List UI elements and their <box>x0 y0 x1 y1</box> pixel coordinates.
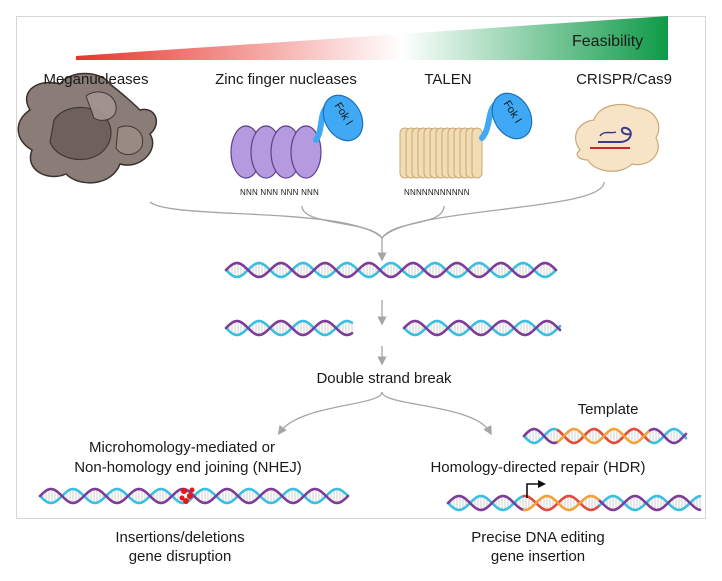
hdr-title: Homology-directed repair (HDR) <box>430 459 646 476</box>
converging-arrows <box>149 181 605 436</box>
template-label: Template <box>577 401 639 418</box>
dna-cut-left <box>224 319 354 337</box>
figure-frame <box>16 16 706 519</box>
crispr-label: CRISPR/Cas9 <box>576 71 672 88</box>
talen-protein <box>399 92 533 179</box>
nhej-repaired-helix <box>38 487 350 505</box>
zfn-label: Zinc finger nucleases <box>215 71 357 88</box>
feasibility-label: Feasibility <box>572 33 644 50</box>
hdr-result-line1: Precise DNA editing <box>471 529 605 546</box>
cas9-protein <box>575 103 660 172</box>
nhej-result-line2: gene disruption <box>128 548 232 565</box>
talen-dna-code: NNNNNNNNNNN <box>404 188 470 197</box>
fok-domain-zfn <box>322 94 364 142</box>
meganuclease-protein <box>17 72 158 184</box>
nhej-title-line1: Microhomology-mediated or <box>89 439 275 456</box>
fok-domain-talen <box>491 92 533 140</box>
dna-target-helix <box>224 261 558 279</box>
meganucleases-label: Meganucleases <box>43 71 149 88</box>
zfn-dna-code: NNN NNN NNN NNN <box>240 188 319 197</box>
double-strand-break-label: Double strand break <box>316 370 452 387</box>
template-helix <box>522 427 688 445</box>
insertion-start-arrow <box>526 483 540 498</box>
dna-cut-right <box>402 319 562 337</box>
hdr-result-line2: gene insertion <box>490 548 586 565</box>
hdr-repaired-helix <box>446 494 702 512</box>
zinc-finger-nuclease <box>230 94 364 179</box>
nhej-result-line1: Insertions/deletions <box>115 529 245 546</box>
nhej-title-line2: Non-homology end joining (NHEJ) <box>74 459 302 476</box>
talen-label: TALEN <box>424 71 472 88</box>
feasibility-gradient-bar <box>76 16 668 60</box>
indel-lesion <box>179 487 195 504</box>
talen-repeat-unit <box>471 127 483 179</box>
